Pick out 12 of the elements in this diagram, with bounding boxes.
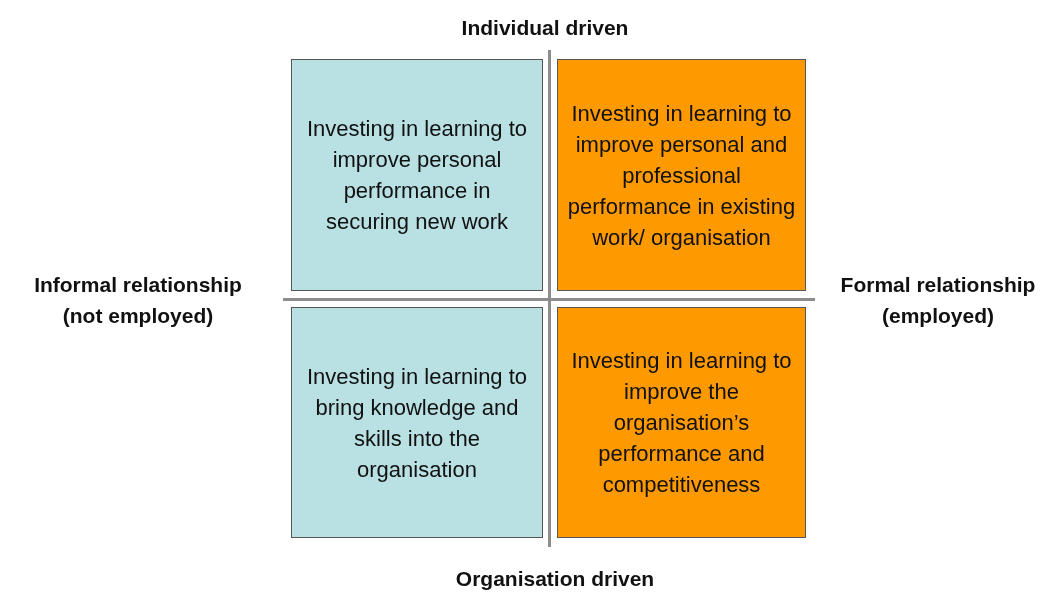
quadrant-text: Investing in learning to improve personal and professional performance in existing work/ organisation (566, 99, 797, 252)
quadrant-box (557, 307, 806, 538)
quadrant-box (291, 59, 543, 291)
axis-label: Individual driven (461, 14, 629, 41)
quadrant-text: Investing in learning to improve the organisation’s performance and competitiveness (570, 347, 793, 499)
quadrant-text: Investing in learning to improve personal performance in securing new work (305, 115, 529, 236)
quadrant-box (291, 307, 543, 538)
axis-label: Formal relationship (employed) (839, 272, 1037, 329)
axis-label: Organisation driven (455, 565, 655, 592)
quadrant-box (557, 59, 806, 291)
quadrant-text: Investing in learning to bring knowledge and skills into the organisation (305, 362, 529, 484)
axis-label: Informal relationship (not employed) (33, 272, 243, 329)
